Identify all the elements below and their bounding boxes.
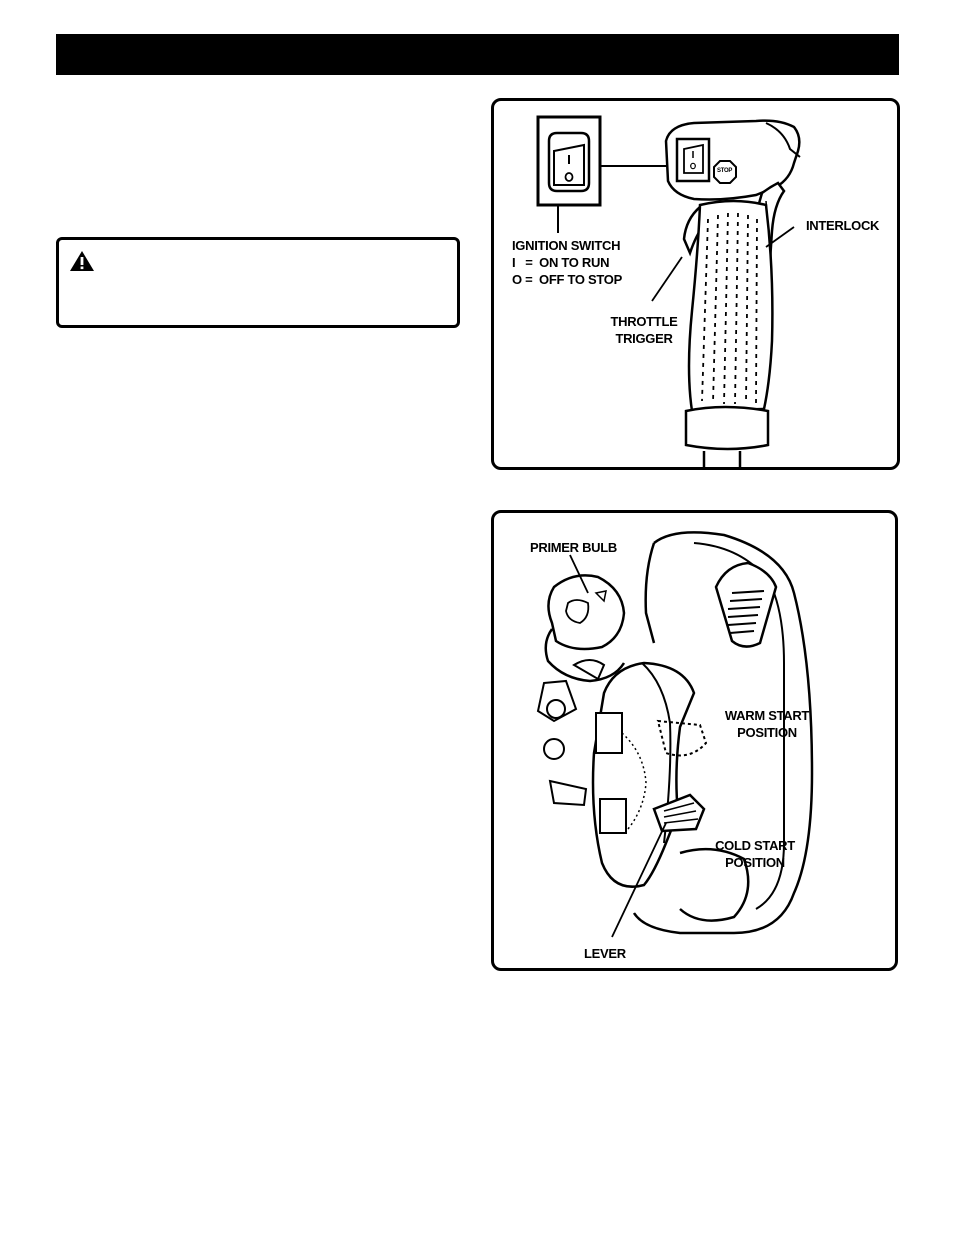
lever-label: LEVER [584,946,626,961]
engine-illustration [536,531,814,938]
warning-icon [70,251,94,271]
warm-start-position-label: WARM START POSITION [724,708,810,740]
handle-illustration [536,115,801,467]
stop-sign-label: STOP [717,168,733,174]
figure-primer-choke: PRIMER BULB WARM START POSITION COLD STA… [491,510,898,971]
interlock-label: INTERLOCK [806,218,880,233]
ignition-switch-label: IGNITION SWITCH I = ON TO RUN O = OFF TO… [512,238,622,287]
header-bar [56,34,899,75]
figure-handle-controls: IGNITION SWITCH I = ON TO RUN O = OFF TO… [491,98,900,470]
primer-bulb-label: PRIMER BULB [530,540,617,555]
cold-start-position-label: COLD START POSITION [715,838,795,870]
warning-box [56,237,460,328]
throttle-trigger-label: THROTTLE TRIGGER [610,314,678,346]
